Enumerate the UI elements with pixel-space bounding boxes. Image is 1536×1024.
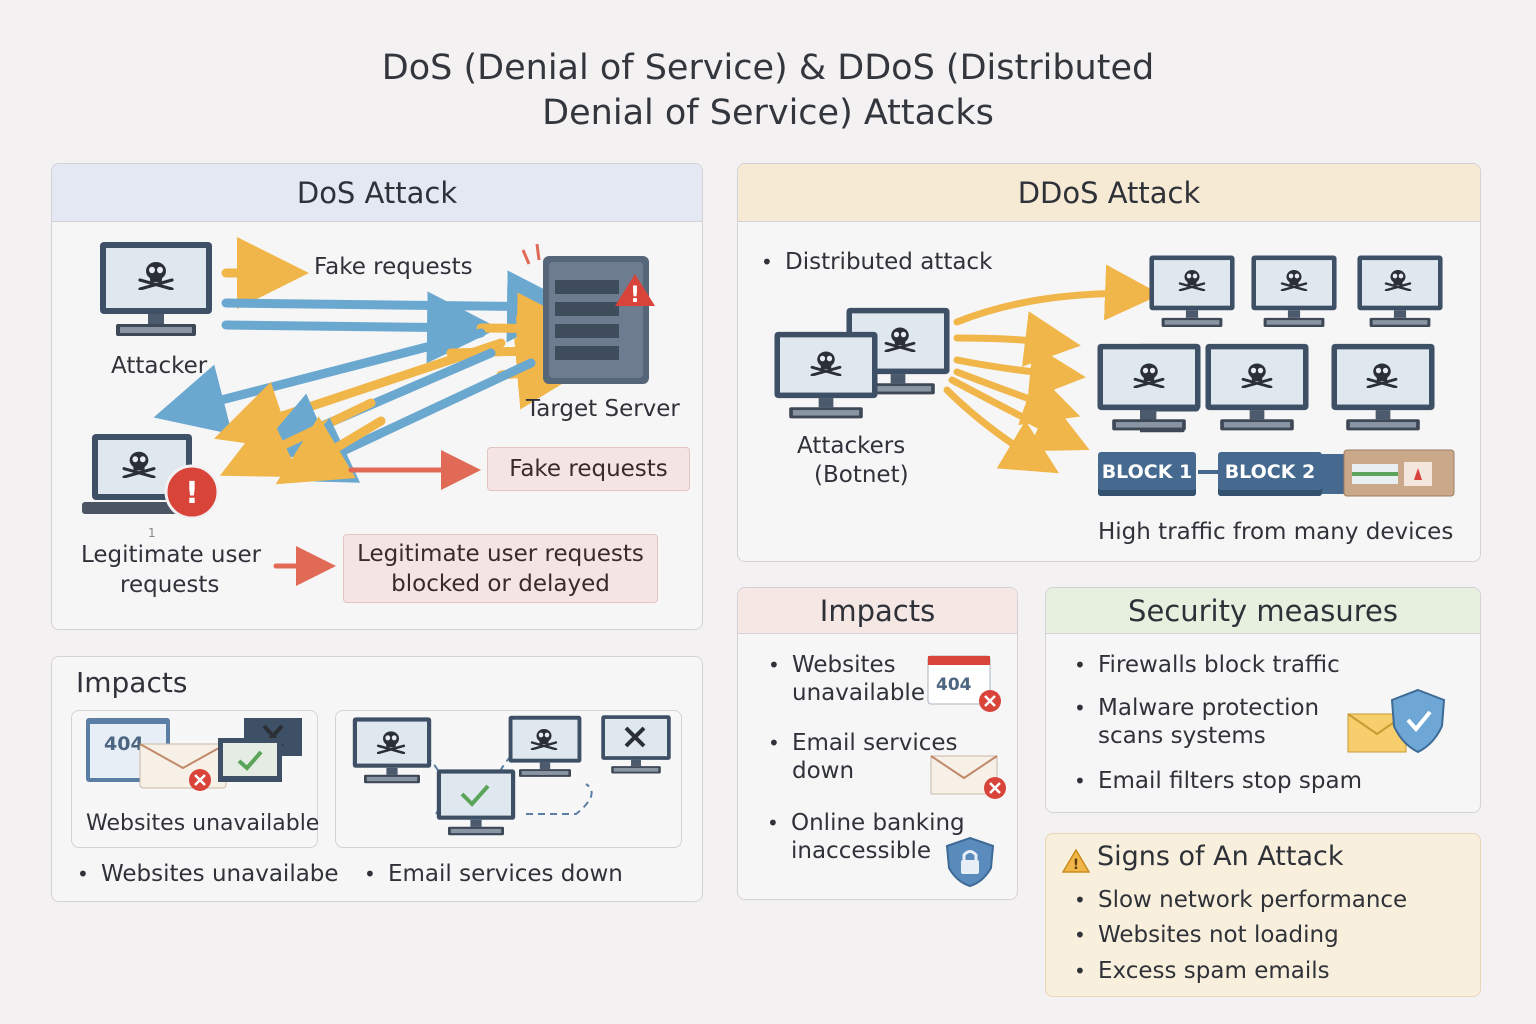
svg-text:!: !	[185, 476, 199, 511]
security-malware: Malware protection scans systems	[1074, 694, 1320, 750]
attacker-computer-icon	[100, 242, 212, 336]
email-shield-icon	[1347, 688, 1446, 754]
error-404-text: 404	[104, 733, 144, 755]
ddos-impact-email: Email services down	[768, 729, 958, 785]
blocked-line2: blocked or delayed	[391, 571, 610, 597]
bot-device	[1251, 255, 1337, 327]
distributed-attack-bullet: Distributed attack	[761, 248, 992, 276]
sign-excess-spam: Excess spam emails	[1074, 957, 1330, 985]
fake-requests-box: Fake requests	[487, 447, 690, 491]
dos-card-label: Websites unavailable	[86, 811, 320, 836]
security-malware-line2: scans systems	[1098, 723, 1266, 749]
target-server-label: Target Server	[526, 396, 680, 422]
legitimate-user-laptop-icon: !	[82, 434, 220, 520]
target-server-icon: !	[521, 243, 655, 384]
page-title-line2: Denial of Service) Attacks	[542, 93, 994, 133]
ddos-impact-banking-line1: Online banking	[791, 810, 965, 836]
dos-impacts-heading: Impacts	[76, 666, 188, 699]
ddos-impacts-heading: Impacts	[738, 588, 1017, 634]
ddos-impact-email-line1: Email services	[792, 730, 958, 756]
email-error-icon	[930, 755, 1006, 799]
network-impact-illustration	[352, 715, 671, 836]
warning-icon: !	[1062, 848, 1090, 873]
ddos-impact-websites-line1: Websites	[792, 652, 896, 678]
svg-text:!: !	[630, 283, 640, 308]
websites-unavailable-illustration: 404	[86, 718, 302, 791]
security-measures-heading: Security measures	[1046, 588, 1480, 634]
attackers-label-line2: (Botnet)	[814, 462, 909, 488]
firewall-box-icon	[1322, 449, 1455, 497]
fake-requests-top-label: Fake requests	[314, 254, 473, 280]
ddos-impact-websites: Websites unavailable	[768, 651, 925, 707]
dos-impact-bullet-2: Email services down	[364, 860, 623, 888]
bot-device	[1331, 343, 1435, 431]
ddos-attack-heading: DDoS Attack	[738, 164, 1480, 222]
ddos-impact-banking-line2: inaccessible	[791, 838, 931, 864]
legit-requests-label-line2: requests	[120, 572, 220, 598]
blocked-requests-box: Legitimate user requests blocked or dela…	[343, 534, 658, 603]
bot-device	[1149, 255, 1235, 327]
block-2-label: BLOCK 2	[1218, 452, 1322, 496]
browser-404-icon: 404	[927, 655, 1001, 712]
security-email-filters: Email filters stop spam	[1074, 767, 1362, 795]
sign-slow-network: Slow network performance	[1074, 886, 1407, 914]
bot-device	[1097, 343, 1201, 431]
bot-device	[1357, 255, 1443, 327]
security-firewalls: Firewalls block traffic	[1074, 651, 1340, 679]
attacker-label: Attacker	[111, 353, 208, 379]
legit-requests-label-line1: Legitimate user	[81, 542, 262, 568]
high-traffic-caption: High traffic from many devices	[1098, 519, 1454, 545]
ddos-impact-email-line2: down	[792, 758, 855, 784]
svg-text:!: !	[1073, 857, 1079, 873]
attackers-label-line1: Attackers	[797, 433, 906, 459]
lock-shield-icon	[945, 836, 995, 888]
attack-arrow	[221, 291, 499, 364]
attack-arrow	[221, 270, 579, 343]
botnet-devices-row2	[1097, 343, 1435, 431]
dos-traffic-arrows	[153, 237, 589, 586]
ddos-impact-banking: Online banking inaccessible	[767, 809, 965, 865]
dos-attack-heading: DoS Attack	[52, 164, 702, 222]
response-arrow	[275, 416, 386, 485]
blocked-line1: Legitimate user requests	[357, 541, 644, 567]
browser-error-code: 404	[936, 675, 972, 695]
security-malware-line1: Malware protection	[1098, 695, 1320, 721]
ddos-impact-websites-line2: unavailable	[792, 680, 925, 706]
block-1-label: BLOCK 1	[1098, 452, 1196, 496]
page-title-line1: DoS (Denial of Service) & DDoS (Distribu…	[381, 48, 1155, 88]
sign-websites-not-loading: Websites not loading	[1074, 921, 1339, 949]
dos-impact-bullet-1: Websites unavailabe	[77, 860, 339, 888]
small-mark: 1	[148, 526, 156, 540]
botnet-computers-icon	[774, 307, 950, 419]
ddos-traffic-arrows	[943, 264, 1161, 474]
bot-device	[1205, 343, 1309, 431]
signs-heading: Signs of An Attack	[1097, 841, 1344, 872]
block-connector	[1198, 470, 1218, 474]
